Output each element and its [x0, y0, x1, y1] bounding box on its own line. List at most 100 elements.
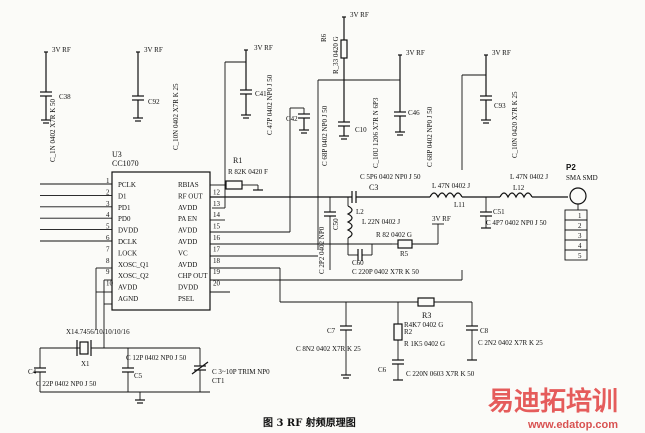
sma-pin-box — [564, 229, 588, 241]
r1-value: R 82K 0420 F — [228, 168, 268, 176]
power-symbol-r6: 3V RF — [338, 11, 369, 140]
sma-pin-box — [564, 249, 588, 261]
resistor-r2 — [393, 323, 403, 341]
r3-value: R4K7 0402 G — [404, 321, 443, 329]
l2-value: L 22N 0402 J — [362, 218, 400, 226]
power-label: 3V RF — [492, 49, 511, 57]
watermark-url: www.edatop.com — [527, 419, 618, 431]
c93-ref: C93 — [494, 102, 506, 110]
power-symbol-c38: 3V RF — [40, 46, 71, 124]
power-symbol-c41: 3V RF — [240, 44, 273, 119]
c5-value: C 12P 0402 NP0 J 50 — [126, 354, 187, 362]
sma-pin-number: 5 — [578, 252, 582, 260]
c51-value: C 4P7 0402 NP0 J 50 — [486, 219, 547, 227]
c41-ref: C41 — [255, 90, 267, 98]
c92-ref: C92 — [148, 98, 160, 106]
c41-value: C 47P 0402 NP0 J 50 — [266, 74, 274, 135]
figure-caption: 图 3 RF 射频原理图 — [263, 416, 356, 429]
sma-pin-number: 4 — [578, 242, 582, 250]
ic-pin-label: DVDD — [118, 227, 138, 235]
resistor-r5 — [397, 239, 413, 249]
c3-value: C 5P6 0402 NP0 J 50 — [360, 173, 421, 181]
l11-ref: L11 — [454, 201, 466, 209]
p2-name: SMA SMD — [566, 174, 598, 182]
power-label: 3V RF — [406, 49, 425, 57]
sma-connector — [569, 187, 587, 205]
power-label: 3V RF — [432, 215, 451, 223]
ic-pin-number: 14 — [213, 211, 221, 219]
c6-value: C 220N 0603 X7R K 50 — [406, 370, 475, 378]
c60-value: C 220P 0402 X7R K 50 — [352, 268, 419, 276]
c7-ref: C7 — [327, 327, 336, 335]
c3-ref: C3 — [369, 183, 378, 192]
r5-value: R 82 0402 G — [376, 231, 412, 239]
ic-pin-number: 9 — [106, 268, 110, 276]
inductor-l2 — [346, 205, 353, 239]
power-symbol-c93: 3V RF — [480, 49, 511, 124]
l2-ref: L2 — [356, 208, 364, 216]
l11-value: L 47N 0402 J — [432, 182, 470, 190]
c8-value: C 2N2 0402 X7R K 25 — [478, 339, 543, 347]
ic-pin-number: 18 — [213, 257, 221, 265]
x1-value: X14.7456/10/10/10/16 — [66, 328, 130, 336]
c8-ref: C8 — [480, 327, 489, 335]
c5-ref: C5 — [134, 372, 143, 380]
inductor-l12 — [499, 192, 533, 199]
ic-pin-number: 8 — [106, 257, 110, 265]
ic-pin-number: 19 — [213, 268, 221, 276]
ic-pin-label: PSEL — [178, 295, 194, 303]
ic-pin-label: AVDD — [178, 227, 197, 235]
ic-pin-label: PCLK — [118, 181, 136, 189]
ic-pin-label: AVDD — [178, 261, 197, 269]
l12-ref: L12 — [513, 184, 525, 192]
ic-pin-label: RF OUT — [178, 192, 203, 200]
r3-ref: R3 — [422, 311, 431, 320]
power-label: 3V RF — [254, 44, 273, 52]
trim-arrow — [191, 361, 209, 375]
c7-value: C 8N2 0402 X7R K 25 — [296, 345, 361, 353]
ic-pin-label: AVDD — [178, 204, 197, 212]
ic-pin-label: AVDD — [178, 238, 197, 246]
power-label: 3V RF — [144, 46, 163, 54]
ic-pin-number: 4 — [106, 211, 110, 219]
ic-pin-number: 5 — [106, 223, 110, 231]
c42-ref: C42 — [286, 115, 298, 123]
ic-pin-number: 16 — [213, 234, 221, 242]
ic-pin-label: AVDD — [118, 284, 137, 292]
r2-value: R 1K5 0402 G — [404, 340, 445, 348]
c46-value: C 68P 0402 NP0 J 50 — [426, 106, 434, 167]
ic-pin-number: 12 — [213, 188, 221, 196]
ic-pin-label: VC — [178, 249, 188, 257]
inductor-l11 — [429, 192, 463, 199]
ic-pin-label: DCLK — [118, 238, 137, 246]
c42-value: C 68P 0402 NP0 J 50 — [321, 105, 329, 166]
ic-pin-label: RBIAS — [178, 181, 199, 189]
crystal-x1 — [79, 341, 89, 355]
ic-pin-label: D1 — [118, 192, 127, 200]
ic-pin-number: 17 — [213, 245, 221, 253]
ic-left-pins: PCLK1D12PD13PD04DVDD5DCLK6LOCK7XOSC_Q18X… — [40, 177, 149, 303]
c4-value: C 22P 0402 NP0 J 50 — [36, 380, 97, 388]
power-label: 3V RF — [52, 46, 71, 54]
c38-ref: C38 — [59, 93, 71, 101]
c50-value: C 2P2 0402 NP0 — [318, 226, 326, 274]
p2-ref: P2 — [566, 163, 576, 172]
sma-pin-box — [564, 239, 588, 251]
power-symbol-c46: 3V RF — [394, 49, 425, 136]
c10-ref: C10 — [355, 126, 367, 134]
c38-value: C_1N 0402 X7R K 50 — [49, 98, 57, 162]
ic-pin-label: CHP OUT — [178, 272, 208, 280]
c10-value: C_10U 1206 X7R N 6P3 — [372, 97, 380, 168]
power-label: 3V RF — [350, 11, 369, 19]
ic-pin-number: 20 — [213, 280, 221, 288]
ic-part: CC1070 — [112, 159, 139, 168]
ic-pin-label: XOSC_Q1 — [118, 261, 149, 269]
ic-pin-number: 13 — [213, 200, 221, 208]
sma-pin-number: 2 — [578, 222, 582, 230]
resistor-r3 — [417, 297, 435, 307]
c4-ref: C4 — [28, 368, 37, 376]
